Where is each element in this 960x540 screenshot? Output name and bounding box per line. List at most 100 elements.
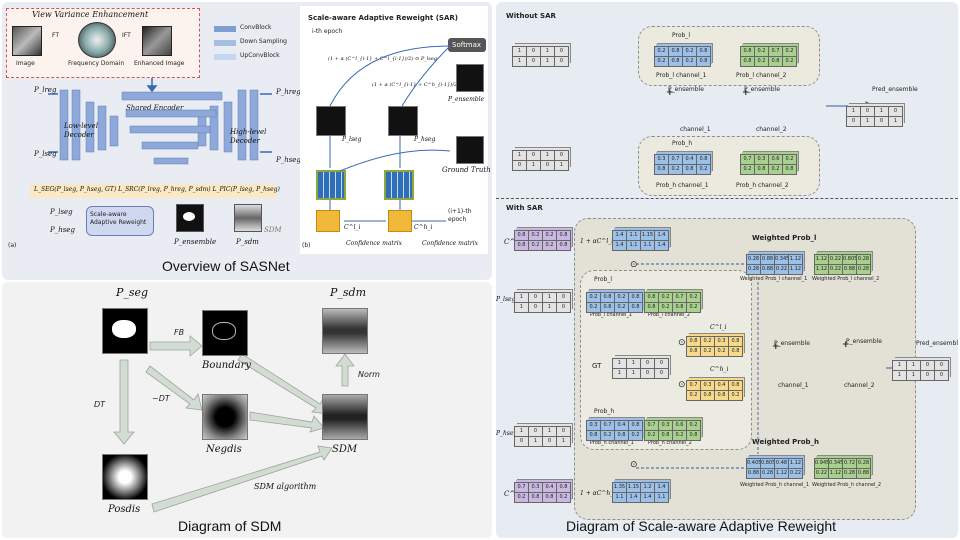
wo-prob-h-c1: Prob_h channel_1 [656, 182, 709, 189]
wo-pred: Pred_ensemble [872, 86, 918, 93]
sdm-algorithm-label: SDM algorithm [254, 482, 317, 491]
input-image [12, 26, 42, 56]
matrix-cell: 1.1 [612, 492, 627, 503]
wo-prob-l-c1: Prob_l channel_1 [656, 72, 707, 79]
matrix-cell: 0.2 [586, 302, 601, 313]
matrix-cell: 0.88 [856, 468, 871, 479]
matrix-cell: 0.2 [514, 492, 529, 503]
matrix-cell: 0.2 [614, 302, 629, 313]
network-diagram [48, 78, 272, 165]
sar-title: Scale-aware Adaptive Reweight (SAR) [308, 14, 458, 22]
ensemble-cube-b [456, 64, 484, 92]
matrix-cell: 0.8 [668, 56, 683, 67]
matrix-cell: 1.1 [640, 240, 655, 251]
odot-4: ⊙ [630, 460, 638, 470]
legend-convblock-swatch [214, 26, 236, 32]
sasnet-caption: Overview of SASNet [162, 258, 290, 274]
p-hseg-label: P_hseg [276, 156, 301, 164]
matrix-cell: 0 [640, 368, 655, 379]
ndt-label: ~DT [152, 394, 170, 403]
matrix-cell: 0.2 [754, 56, 769, 67]
p-lseg-label: P_lseg [34, 150, 57, 158]
with-prob-h: Prob_h [594, 408, 615, 415]
enhanced-image-label: Enhanced Image [134, 60, 185, 67]
matrix-cell: 0.8 [728, 346, 743, 357]
matrix-cell: 0.8 [740, 56, 755, 67]
matrix-cell: 0 [528, 302, 543, 313]
lseg-cube-label: P_lseg [342, 136, 362, 143]
hseg-cube-label: P_hseg [414, 136, 436, 143]
matrix-cell: 1.4 [640, 492, 655, 503]
next-epoch-label: (i+1)-th epoch [448, 208, 472, 223]
matrix-cell: 0.2 [556, 492, 571, 503]
low-level-decoder-label: Low-level Decoder [64, 122, 98, 139]
matrix-cell: 1 [860, 116, 875, 127]
matrix-cell: 0.8 [654, 164, 669, 175]
matrix-cell: 1 [626, 368, 641, 379]
ground-truth-label: Ground Truth [442, 166, 491, 174]
enhanced-image [142, 26, 172, 56]
sar-panel: Without SAR P_lseg P_hseg Prob_l Prob_h … [496, 2, 958, 538]
lseg-cube [316, 106, 346, 136]
with-prob-l-c1: Prob_l channel_1 [590, 312, 633, 318]
confidence-matrix-label-2: Confidence matrix [422, 240, 478, 247]
matrix-cell: 0.2 [542, 240, 557, 251]
matrix-cell: 0.2 [644, 430, 659, 441]
odot-1: ⊙ [630, 260, 638, 270]
confidence-matrix-label-1: Confidence matrix [346, 240, 402, 247]
high-level-decoder-label: High-level Decoder [230, 128, 267, 145]
matrix-cell: 0.8 [514, 240, 529, 251]
sdm-arrows [113, 335, 355, 513]
p-lseg-input: P_lseg [50, 208, 73, 216]
matrix-cell: 0.8 [782, 164, 797, 175]
p-sdm-cube [322, 308, 368, 354]
matrix-cell: 1.4 [612, 240, 627, 251]
matrix-cell: 0.8 [686, 346, 701, 357]
one-plus-l: 1 + αC^l_i [580, 238, 614, 245]
with-sar-title: With SAR [506, 204, 543, 212]
p-hseg-input: P_hseg [50, 226, 75, 234]
with-ensemble-2: P_ensemble [846, 338, 882, 345]
sdm-caption: Diagram of SDM [178, 518, 282, 534]
matrix-cell: 0 [920, 370, 935, 381]
matrix-cell: 0.8 [556, 240, 571, 251]
odot-3: ⊙ [678, 380, 686, 390]
matrix-cell: 1.12 [814, 264, 829, 275]
matrix-cell: 0.2 [768, 164, 783, 175]
wo-prob-h-title: Prob_h [672, 140, 693, 147]
odot-2: ⊙ [678, 338, 686, 348]
matrix-cell: 0.22 [788, 468, 803, 479]
matrix-cell: 0 [846, 116, 861, 127]
posdis-label: Posdis [108, 504, 141, 515]
matrix-cell: 0.2 [668, 164, 683, 175]
matrix-cell: 0.88 [746, 468, 761, 479]
weighted-prob-h-title: Weighted Prob_h [752, 438, 820, 446]
with-pred: Pred_ensemble [916, 340, 958, 347]
without-sar-title: Without SAR [506, 12, 556, 20]
wo-ensemble-2: P_ensemble [744, 86, 780, 93]
matrix-cell: 0.28 [856, 264, 871, 275]
section-divider [496, 198, 958, 199]
negdis-label: Negdis [206, 444, 242, 455]
posdis-cube [102, 454, 148, 500]
softmax-box [448, 38, 486, 52]
matrix-cell: 0.2 [728, 390, 743, 401]
matrix-cell: 0.2 [600, 430, 615, 441]
matrix-cell: 0.2 [782, 56, 797, 67]
matrix-cell: 0 [542, 436, 557, 447]
matrix-cell: 0.8 [644, 302, 659, 313]
matrix-cell: 0.8 [768, 56, 783, 67]
matrix-cell: 0.8 [542, 492, 557, 503]
matrix-cell: 1 [556, 436, 571, 447]
one-plus-h: 1 + αC^h_i [580, 490, 616, 497]
reweight-box-label: Scale-aware Adaptive Reweight [90, 211, 147, 226]
matrix-cell: 0 [556, 302, 571, 313]
wl-c1-label: Weighted Prob_l channel_1 [740, 276, 808, 282]
